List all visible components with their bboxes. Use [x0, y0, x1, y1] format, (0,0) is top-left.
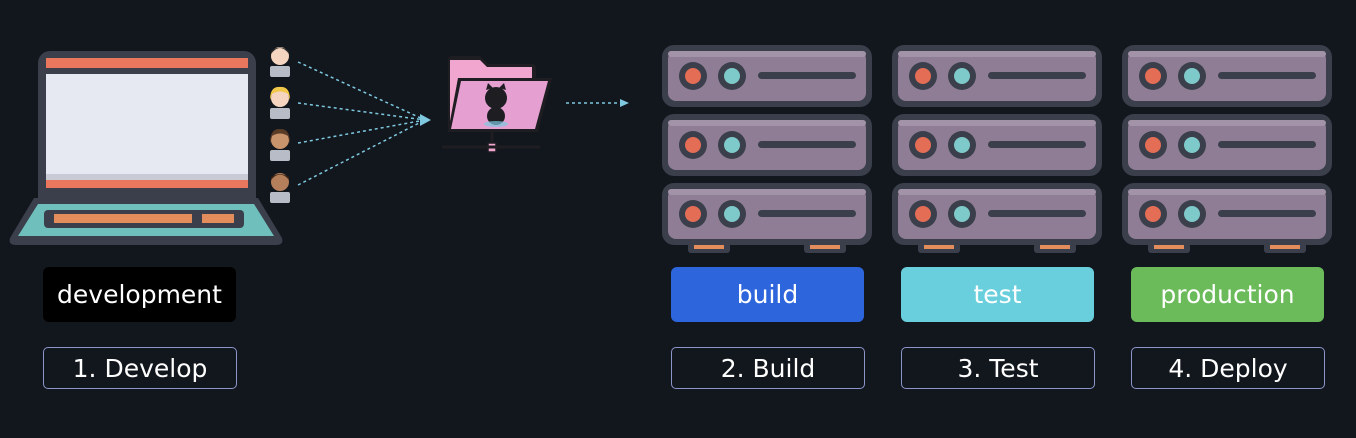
github-folder-icon — [440, 52, 558, 154]
step-label-build: 2. Build — [671, 347, 865, 389]
arrowhead-icon — [420, 114, 431, 126]
laptop-icon — [6, 48, 286, 253]
developer-icon — [270, 47, 290, 77]
server-rack-build — [662, 45, 872, 253]
arrowhead-icon — [620, 99, 629, 107]
env-label-production: production — [1131, 267, 1324, 322]
step-label-develop: 1. Develop — [43, 347, 237, 389]
developer-icon — [270, 128, 290, 161]
server-rack-production — [1122, 45, 1332, 253]
developer-group — [262, 42, 298, 210]
env-label-development: development — [43, 267, 236, 322]
developer-icon — [270, 173, 290, 203]
step-label-test: 3. Test — [901, 347, 1095, 389]
env-label-build: build — [671, 267, 864, 322]
server-rack-test — [892, 45, 1102, 253]
step-label-deploy: 4. Deploy — [1131, 347, 1325, 389]
developer-icon — [270, 86, 290, 119]
env-label-test: test — [901, 267, 1094, 322]
